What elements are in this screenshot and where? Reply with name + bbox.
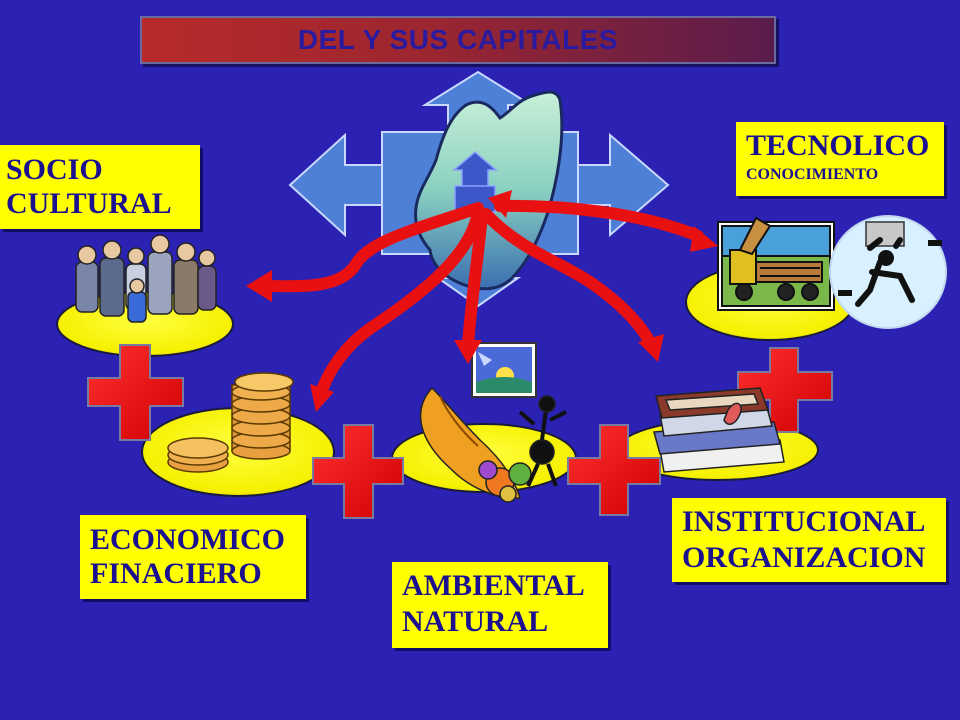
arrowhead-icon [638, 334, 664, 362]
arrowhead-icon [488, 190, 512, 218]
label-line: TECNOLICO [746, 129, 930, 162]
plus-icon [312, 424, 404, 519]
label-line: INSTITUCIONAL [682, 505, 926, 538]
page-title: DEL Y SUS CAPITALES [297, 24, 619, 55]
cornucopia-icon [419, 386, 567, 503]
label-line: FINACIERO [90, 557, 262, 590]
label-economico: ECONOMICO FINACIERO [80, 515, 306, 599]
label-line: CONOCIMIENTO [746, 166, 879, 183]
plus-icon [737, 347, 833, 433]
people-group-icon [75, 234, 217, 323]
coins-stack-icon [167, 372, 294, 473]
label-line: ORGANIZACION [682, 541, 926, 574]
arrowhead-icon [454, 340, 482, 364]
books-stack-icon [653, 387, 785, 473]
plus-icon [567, 424, 661, 516]
plus-icon [87, 344, 184, 441]
landscape-picture-icon [471, 342, 537, 398]
logging-truck-icon [717, 216, 835, 311]
label-line: NATURAL [402, 605, 549, 638]
label-line: CULTURAL [6, 187, 172, 220]
connection-arrows [256, 199, 704, 402]
arrowhead-icon [246, 270, 272, 302]
label-ambiental: AMBIENTAL NATURAL [392, 562, 608, 648]
label-line: ECONOMICO [90, 523, 285, 556]
label-line: AMBIENTAL [402, 569, 585, 602]
label-line: SOCIO [6, 153, 103, 186]
title-bar: DEL Y SUS CAPITALES [140, 16, 776, 64]
label-tecnologico: TECNOLICO CONOCIMIENTO [736, 122, 944, 196]
arrowheads [246, 190, 718, 412]
label-institucional: INSTITUCIONAL ORGANIZACION [672, 498, 946, 582]
arrowhead-icon [690, 226, 718, 252]
arrowhead-icon [310, 384, 334, 412]
lifting-man-icon [829, 215, 947, 329]
label-socio-cultural: SOCIO CULTURAL [0, 145, 200, 229]
